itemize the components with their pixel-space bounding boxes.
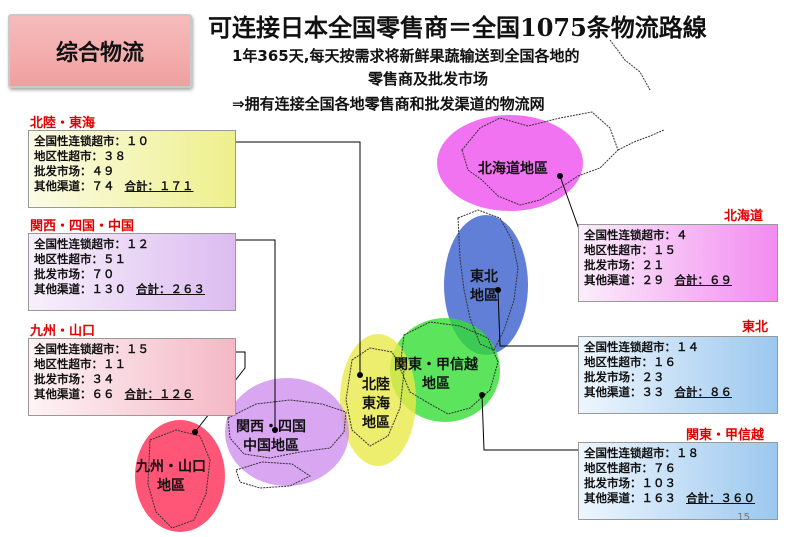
connector-lines	[194, 141, 581, 451]
sakhalin-edge	[609, 39, 651, 91]
map-label-kanto-line2: 地區	[422, 376, 450, 392]
subtitle-line-1: 1年365天,每天按需求将新鲜果蔬输送到全国各地的	[232, 47, 580, 65]
map-label-kyushu: 九州・山口 地區	[136, 458, 206, 496]
region-label-hokuriku: 北陸・東海	[30, 116, 96, 131]
map-label-kyushu-line1: 九州・山口	[136, 459, 206, 475]
stat-wholesale: 批发市场：１０３	[584, 476, 676, 490]
page-title: 可连接日本全国零售商＝全国1075条物流路線	[208, 13, 707, 42]
stat-total: 合計：３６０	[686, 491, 755, 505]
map-label-kanto-line1: 関東・甲信越	[394, 357, 478, 373]
map-label-hokuriku-line3: 地區	[362, 415, 390, 431]
stat-national-chain: 全国性连锁超市：１５	[34, 342, 149, 356]
page-number: 15	[737, 512, 750, 523]
stat-wholesale: 批发市场：７０	[34, 267, 115, 281]
hokkaido-region-ellipse	[437, 115, 583, 211]
tohoku-region-ellipse	[444, 215, 528, 355]
map-label-hokuriku: 北陸 東海 地區	[362, 376, 390, 433]
hokuriku-region-ellipse	[340, 334, 416, 466]
map-label-hokkaido: 北海道地區	[478, 161, 548, 177]
kanto-region-ellipse	[390, 318, 500, 422]
japan-outline	[147, 111, 619, 529]
stat-national-chain: 全国性连锁超市：４	[584, 228, 688, 242]
stat-national-chain: 全国性连锁超市：１２	[34, 237, 149, 251]
stat-regional-super: 地区性超市：１５	[584, 243, 676, 257]
map-label-kyushu-line2: 地區	[157, 478, 185, 494]
region-label-tohoku: 東北	[742, 320, 769, 335]
kansai-connector	[236, 239, 276, 430]
kanto-connector	[481, 394, 578, 451]
map-label-hokuriku-line2: 東海	[362, 396, 390, 412]
region-label-kansai: 関西・四国・中国	[30, 219, 135, 234]
kyushu-region-ellipse	[135, 420, 225, 532]
hokkaido-connector	[559, 175, 581, 233]
tohoku-connector	[497, 289, 578, 347]
stat-national-chain: 全国性连锁超市：１４	[584, 340, 699, 354]
stat-national-chain: 全国性连锁超市：１０	[34, 134, 149, 148]
stat-total: 合計：１２６	[124, 387, 194, 401]
map-label-kansai: 関西・四国 中国地區	[236, 418, 306, 456]
hokuriku-connector	[236, 141, 361, 375]
map-label-tohoku-line1: 東北	[470, 269, 498, 285]
map-label-kansai-line1: 関西・四国	[236, 419, 306, 435]
map-label-tohoku-line2: 地區	[470, 288, 498, 304]
stat-total: 合計：２６３	[136, 282, 205, 296]
stat-national-chain: 全国性连锁超市：１８	[584, 446, 699, 460]
map-label-hokuriku-line1: 北陸	[362, 377, 390, 393]
stat-wholesale: 批发市场：３４	[34, 372, 115, 386]
region-label-hokkaido: 北海道	[724, 209, 764, 224]
stat-wholesale: 批发市场：２１	[584, 258, 665, 272]
connector-dots	[192, 173, 563, 435]
map-label-tohoku: 東北 地區	[470, 268, 498, 306]
kansai-region-ellipse	[225, 378, 349, 486]
map-label-kanto: 関東・甲信越 地區	[394, 356, 478, 394]
subtitle-line-3: ⇒拥有连接全国各地零售商和批发渠道的物流网	[232, 95, 545, 113]
map-label-kansai-line2: 中国地區	[243, 438, 299, 454]
stat-regional-super: 地区性超市：７６	[584, 461, 676, 475]
kuril-islands	[617, 129, 665, 151]
section-badge: 综合物流	[8, 14, 192, 88]
subtitle-line-2: 零售商及批发市场	[368, 70, 489, 88]
stat-regional-super: 地区性超市：５１	[34, 252, 126, 266]
stat-total: 合計：１７１	[124, 179, 194, 193]
stat-total: 合計：６９	[674, 273, 733, 287]
stat-total: 合計：８６	[674, 385, 733, 399]
stat-wholesale: 批发市场：２３	[584, 370, 665, 384]
stat-regional-super: 地区性超市：３８	[34, 149, 126, 163]
stat-regional-super: 地区性超市：１６	[584, 355, 676, 369]
stat-wholesale: 批发市场：４９	[34, 164, 115, 178]
stat-regional-super: 地区性超市：１１	[34, 357, 126, 371]
region-label-kyushu: 九州・山口	[30, 324, 96, 339]
region-label-kanto: 関東・甲信越	[686, 428, 765, 443]
